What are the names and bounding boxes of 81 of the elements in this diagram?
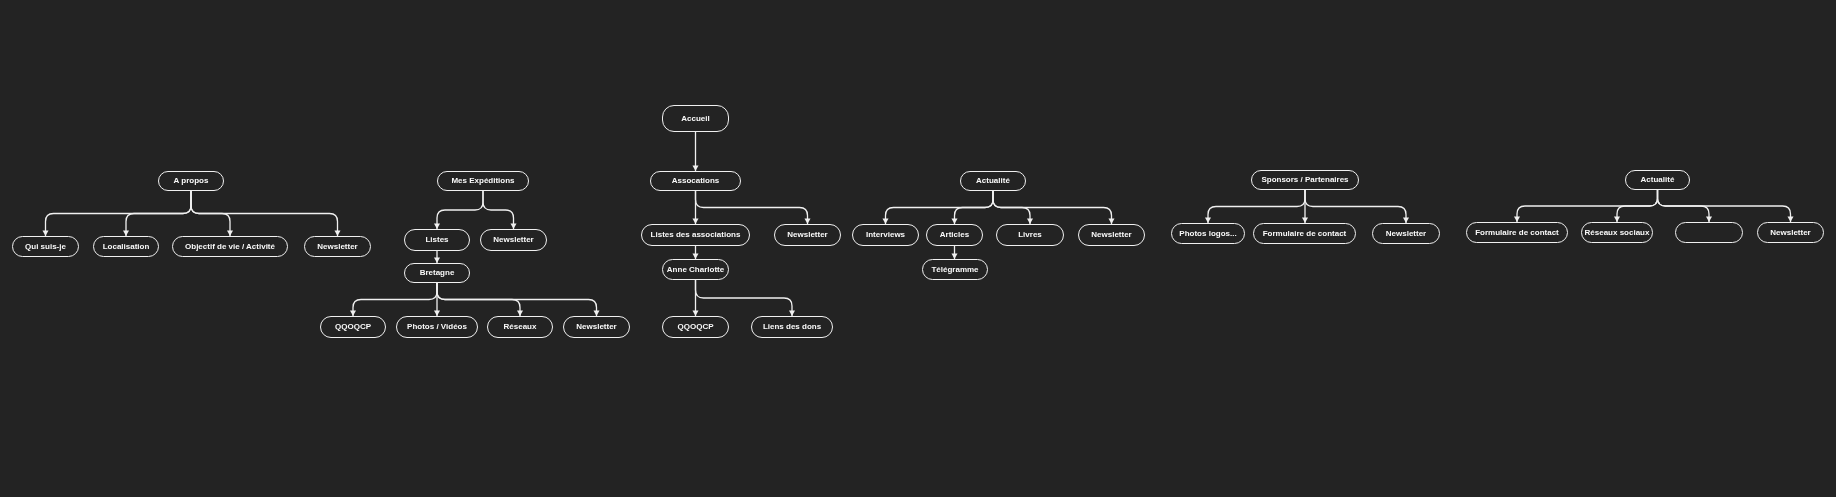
page-label: Anne Charlotte (666, 264, 725, 275)
page-label: Livres (1018, 230, 1042, 240)
page-label: Accueil (681, 113, 710, 124)
page-label: Newsletter (1385, 228, 1427, 239)
page-label: Assocations (671, 176, 720, 186)
sitemap-page-node (1171, 223, 1245, 244)
connector-arrow (951, 245, 958, 260)
sitemap-page-node (1251, 170, 1359, 190)
sitemap-page-node (12, 236, 79, 257)
connector-arrow (692, 131, 699, 172)
sitemap-page-node (1372, 223, 1440, 244)
page-label: Formulaire de contact (1475, 227, 1559, 238)
sitemap-page-node (396, 316, 478, 338)
connector-arrow (1304, 189, 1409, 224)
page-label: Sponsors / Partenaires (1261, 175, 1349, 185)
page-label: Mes Expéditions (451, 176, 515, 186)
page-label: Réseaux (503, 322, 537, 332)
sitemap-page-node (487, 316, 553, 338)
page-label: Photos / Vidéos (407, 322, 467, 332)
page-label: Interviews (865, 230, 906, 240)
page-label: Newsletter (317, 241, 358, 252)
sitemap-page-node (172, 236, 288, 257)
connector-arrow (434, 250, 440, 264)
page-label: Actualité (976, 176, 1010, 186)
sitemap-page-node (158, 171, 224, 191)
sitemap-page-node (662, 259, 729, 280)
sitemap-page-node (437, 171, 529, 191)
sitemap-page-node (852, 224, 919, 246)
page-label: Newsletter (1770, 227, 1811, 238)
page-label: QQOQCP (335, 322, 371, 332)
connector-arrow (692, 245, 699, 260)
page-label: Liens des dons (762, 322, 822, 332)
sitemap-page-node (404, 229, 470, 251)
sitemap-page-node (404, 263, 470, 283)
connector-arrow (694, 279, 795, 317)
sitemap-page-node (751, 316, 833, 338)
sitemap-page-node (1625, 170, 1690, 190)
page-label: Newsletter (576, 322, 617, 332)
sitemap-page-node (960, 171, 1026, 191)
page-label: Qui suis-je (25, 241, 66, 252)
sitemap-page-node (922, 259, 988, 280)
page-label: Localisation (102, 241, 150, 252)
page-label: Objectif de vie / Activité (185, 241, 275, 252)
page-label: Bretagne (419, 268, 455, 278)
sitemap-page-node (774, 224, 841, 246)
sitemap-page-node (650, 171, 741, 191)
sitemap-page-node (1078, 224, 1145, 246)
page-label: Actualité (1640, 175, 1675, 185)
connector-arrow (694, 190, 811, 225)
page-label: Télégramme (931, 264, 979, 275)
sitemap-page-node (1581, 222, 1653, 243)
page-label: Articles (939, 230, 970, 240)
page-label: Photos logos... (1179, 228, 1237, 239)
page-label: Réseaux sociaux (1584, 227, 1650, 238)
sitemap-page-node (1757, 222, 1824, 243)
connector-arrow (1656, 189, 1794, 223)
blank-page-node (1675, 222, 1743, 243)
page-label: Newsletter (1091, 230, 1132, 240)
sitemap-page-node (563, 316, 630, 338)
sitemap-page-node (480, 229, 547, 251)
sitemap-page-node (926, 224, 983, 246)
page-label: QQOQCP (677, 322, 714, 332)
page-label: A propos (173, 176, 209, 186)
page-label: Newsletter (493, 235, 534, 245)
page-label: Listes des associations (650, 230, 741, 240)
sitemap-page-node (641, 224, 750, 246)
sitemap-page-node (996, 224, 1064, 246)
sitemap-page-node (1253, 223, 1356, 244)
sitemap-page-node (304, 236, 371, 257)
connector-arrow (436, 282, 600, 317)
page-label: Listes (425, 235, 449, 245)
sitemap-page-node (662, 316, 729, 338)
sitemap-page-node (320, 316, 386, 338)
sitemap-page-node (1466, 222, 1568, 243)
connector-arrow (992, 190, 1115, 225)
connector-arrow (482, 190, 517, 230)
sitemap-page-node (93, 236, 159, 257)
sitemap-page-node (662, 105, 729, 132)
page-label: Formulaire de contact (1262, 228, 1347, 239)
page-label: Newsletter (787, 230, 828, 240)
connector-arrow (190, 190, 341, 237)
